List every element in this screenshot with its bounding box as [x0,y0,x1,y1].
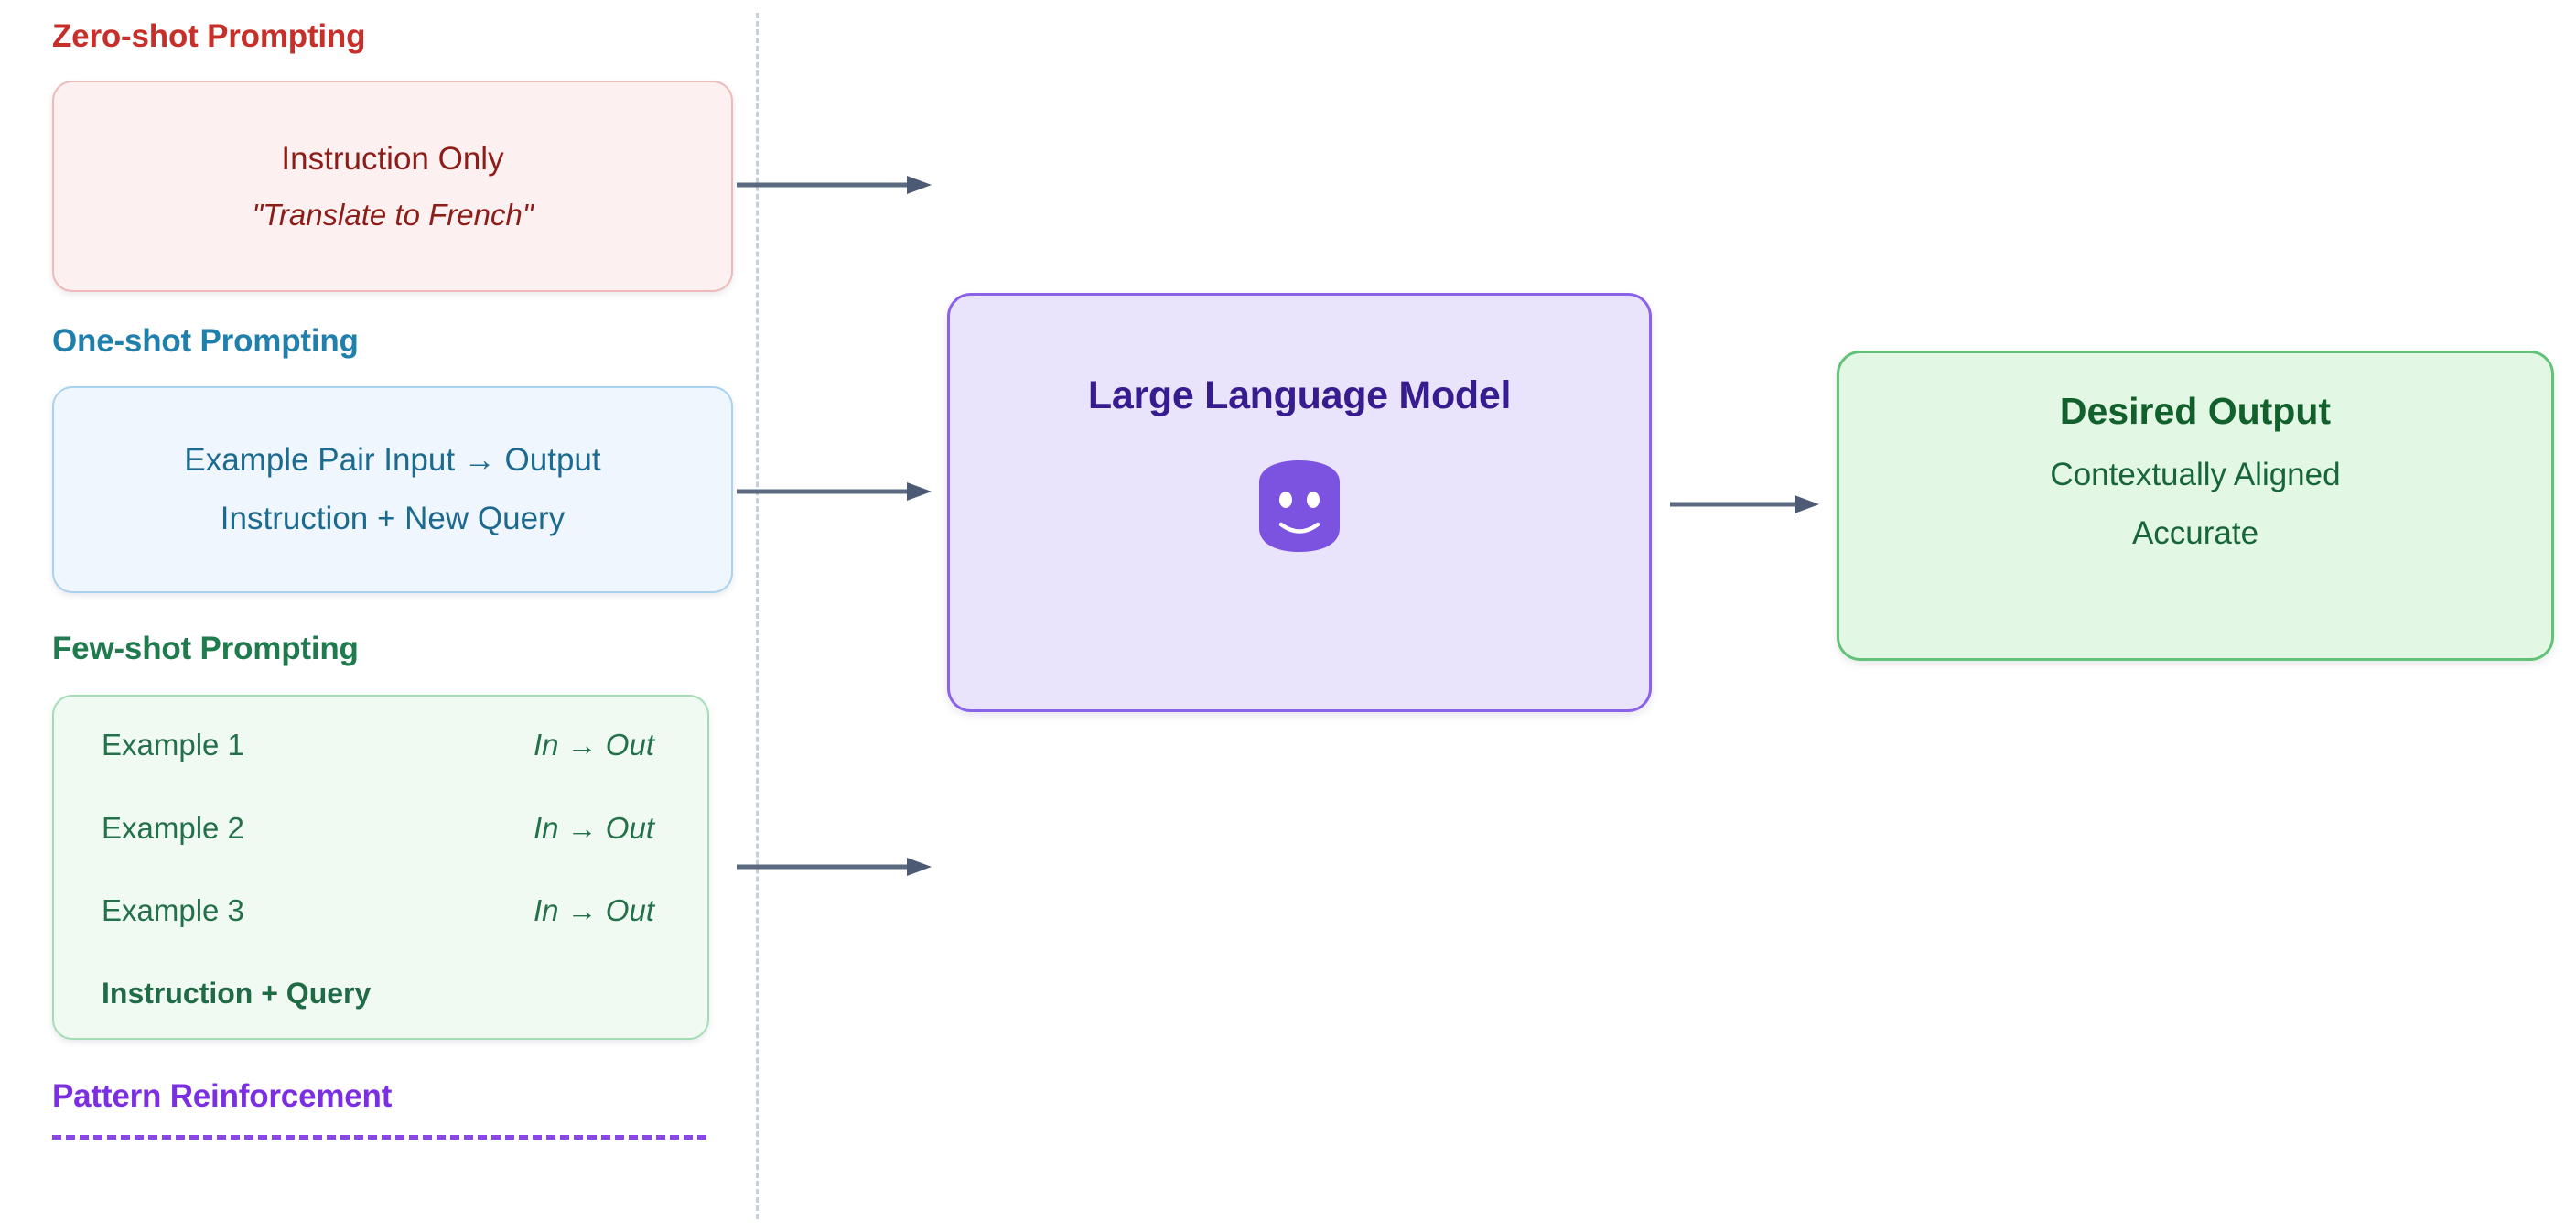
few-shot-example-io: In → Out [533,810,654,845]
zero-shot-heading: Zero-shot Prompting [52,18,366,54]
few-shot-footer: Instruction + Query [102,976,372,1010]
few-shot-card[interactable]: Example 1 In → Out Example 2 In → Out Ex… [52,695,709,1040]
arrow-zero-shot-to-llm [737,176,932,194]
arrow-llm-to-output [1670,495,1819,513]
desired-output-box[interactable]: Desired Output Contextually Aligned Accu… [1837,351,2554,661]
one-shot-card[interactable]: Example Pair Input → Output Instruction … [52,386,733,593]
few-shot-example-io: In → Out [533,893,654,928]
output-title: Desired Output [2059,390,2332,432]
pattern-reinforcement-heading: Pattern Reinforcement [52,1078,393,1114]
llm-title: Large Language Model [1087,373,1512,417]
zero-shot-card[interactable]: Instruction Only "Translate to French" [52,81,733,292]
few-shot-example-label: Example 2 [102,810,244,845]
llm-box[interactable]: Large Language Model [947,293,1652,712]
zero-shot-line-1: Instruction Only [281,140,504,177]
one-shot-line-1: Example Pair Input → Output [184,442,601,478]
output-line-2: Accurate [2131,515,2259,551]
arrow-one-shot-to-llm [737,482,932,501]
arrow-few-shot-to-llm [737,858,932,876]
zero-shot-line-2: "Translate to French" [252,197,534,232]
vertical-dashed-divider [756,13,759,1219]
one-shot-heading: One-shot Prompting [52,323,359,359]
few-shot-example-row: Example 1 In → Out [102,728,663,762]
robot-face-icon [1256,459,1343,558]
output-line-1: Contextually Aligned [2050,457,2341,492]
pattern-reinforcement-dashed-line [52,1135,706,1140]
few-shot-example-label: Example 3 [102,893,244,928]
few-shot-example-row: Example 2 In → Out [102,811,663,846]
few-shot-heading: Few-shot Prompting [52,631,359,666]
one-shot-line-2: Instruction + New Query [220,501,566,536]
few-shot-example-io: In → Out [533,728,654,762]
few-shot-example-label: Example 1 [102,728,244,762]
few-shot-example-row: Example 3 In → Out [102,893,663,928]
